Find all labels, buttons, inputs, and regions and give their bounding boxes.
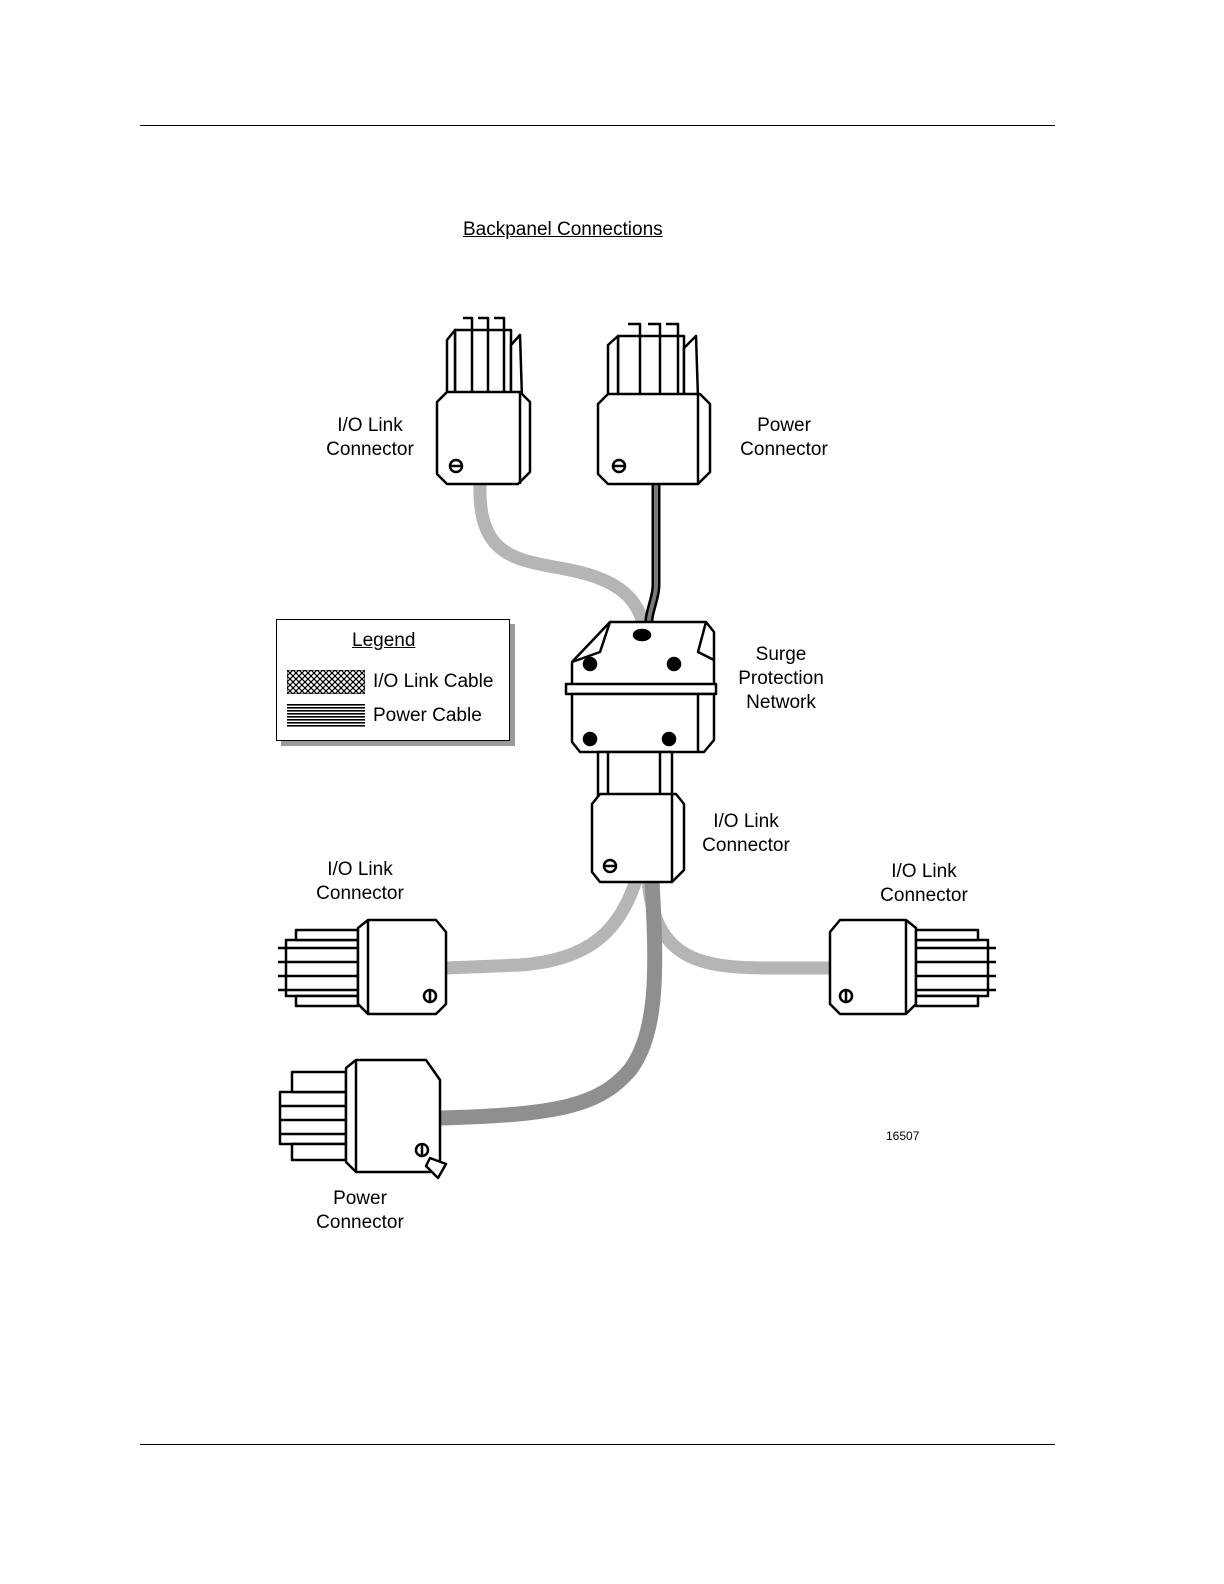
io-link-cable-swatch [287, 670, 365, 694]
figure-number: 16507 [886, 1129, 919, 1143]
legend-row-power-cable: Power Cable [287, 704, 482, 728]
legend-io-link-cable-label: I/O Link Cable [373, 671, 493, 693]
io-link-cable-left [446, 880, 636, 968]
io-link-cable-top [480, 485, 645, 632]
legend-title: Legend [352, 630, 415, 652]
power-cable-swatch [287, 704, 365, 728]
io-link-connector-top [437, 318, 530, 484]
io-link-connector-right [830, 920, 996, 1014]
power-connector-bottom [280, 1060, 446, 1178]
surge-protection-network [566, 622, 716, 798]
legend-power-cable-label: Power Cable [373, 705, 482, 727]
power-connector-top [598, 324, 710, 484]
legend-box: Legend I/O Link Cable Power Cable [276, 619, 510, 741]
legend-row-io-link-cable: I/O Link Cable [287, 670, 493, 694]
io-link-connector-left [278, 920, 446, 1014]
io-link-connector-middle [592, 794, 684, 882]
io-link-cable-right [648, 880, 830, 968]
